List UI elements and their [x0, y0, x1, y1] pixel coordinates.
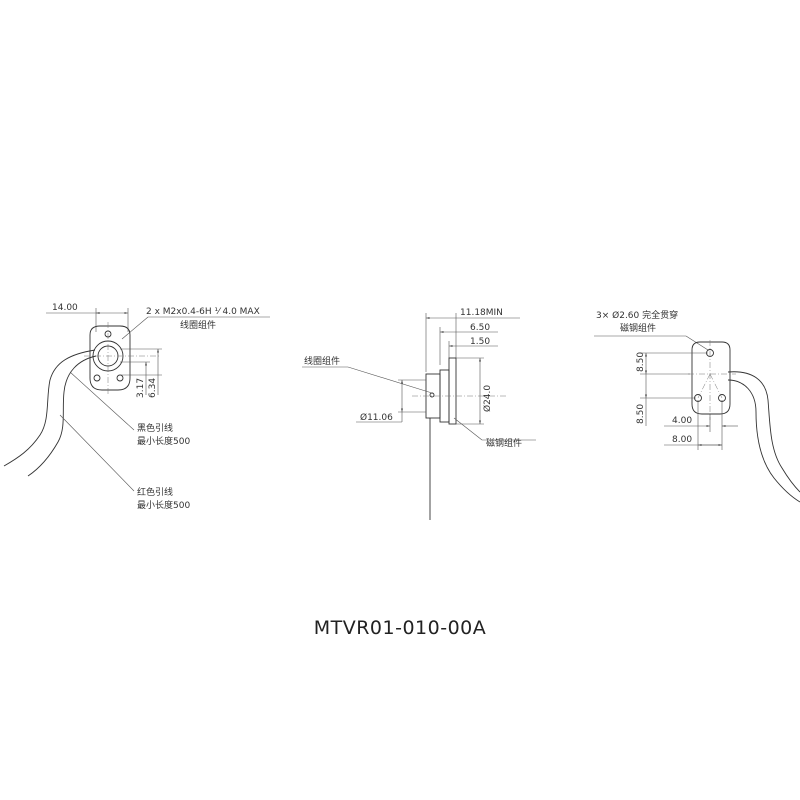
black-wire-name: 黑色引线 [137, 422, 173, 434]
thread-callout: 2 x M2x0.4-6H ⅟ 4.0 MAX 线圈组件 [121, 307, 270, 340]
dimension-magnet-diameter: Ø24.0 [456, 357, 493, 425]
drawing-number: MTVR01-010-00A [313, 617, 487, 639]
coil-diameter-label: Ø11.06 [360, 412, 393, 423]
right-view: 3× Ø2.60 完全贯穿 磁钢组件 8.50 8.50 [594, 309, 800, 503]
coil-label: 线圈组件 [304, 355, 340, 367]
hole-callout-text: 3× Ø2.60 完全贯穿 [596, 309, 678, 321]
dim-flange-label: 1.50 [470, 337, 490, 347]
red-wire-callout: 红色引线 最小长度500 [59, 414, 190, 511]
dim-lower-label: 8.50 [636, 404, 646, 424]
black-wire-callout: 黑色引线 最小长度500 [69, 371, 190, 447]
dimension-vertical-left: 3.17 6.34 [120, 348, 162, 398]
dim-large-label: 6.34 [148, 378, 158, 398]
dimension-vertical-right: 8.50 8.50 [636, 352, 708, 426]
left-view: 14.00 2 x M2x0.4-6H ⅟ 4.0 MAX 线圈组件 [3, 303, 270, 511]
coil-callout: 线圈组件 [302, 355, 433, 394]
magnet-callout: 磁钢组件 [453, 417, 536, 449]
magnet-label: 磁钢组件 [486, 437, 522, 449]
dim-width-label: 14.00 [52, 303, 78, 313]
dimension-width-14: 14.00 [46, 303, 129, 332]
dim-upper-label: 8.50 [636, 352, 646, 372]
dimension-stack-top: 11.18MIN 6.50 1.50 [425, 308, 520, 372]
dimension-horizontal-right: 4.00 8.00 [664, 400, 738, 450]
middle-view: 11.18MIN 6.50 1.50 线圈组件 Ø11.06 [302, 308, 536, 520]
dim-total-label: 11.18MIN [460, 308, 503, 318]
dim-small-label: 3.17 [136, 378, 146, 398]
red-wire-name: 红色引线 [137, 486, 173, 498]
dim-full-label: 8.00 [672, 435, 692, 445]
dim-body-label: 6.50 [470, 323, 490, 333]
thread-callout-text: 2 x M2x0.4-6H ⅟ 4.0 MAX [146, 307, 260, 317]
hole-callout-part: 磁钢组件 [620, 322, 656, 334]
left-coil-body [84, 322, 160, 394]
black-wire-length: 最小长度500 [137, 435, 190, 447]
right-wires [727, 371, 800, 503]
hole-callout: 3× Ø2.60 完全贯穿 磁钢组件 [594, 309, 709, 351]
right-magnet-body [688, 340, 736, 420]
left-wires [3, 349, 97, 477]
red-wire-length: 最小长度500 [137, 499, 190, 511]
dimension-coil-diameter: Ø11.06 [356, 379, 426, 423]
magnet-diameter-label: Ø24.0 [482, 385, 493, 412]
thread-callout-part: 线圈组件 [180, 319, 216, 331]
dim-half-label: 4.00 [672, 416, 692, 426]
middle-part-outline [412, 357, 506, 520]
